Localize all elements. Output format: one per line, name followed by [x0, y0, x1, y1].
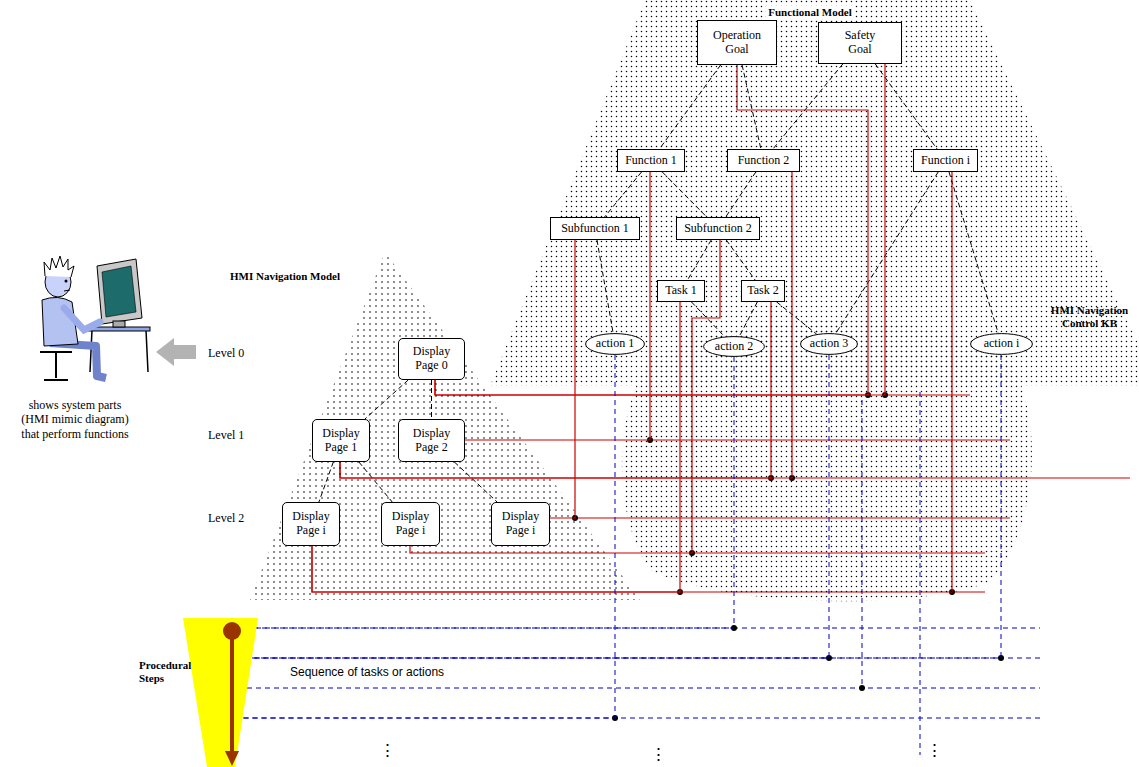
node-label: action i: [984, 337, 1020, 351]
ellipsis-mark: ⋮: [379, 742, 395, 761]
operator-eye: [65, 280, 68, 283]
step-line: [247, 688, 1040, 689]
region-outline: [250, 252, 640, 600]
label-holder: ⋮: [926, 742, 942, 761]
monitor: [97, 259, 142, 324]
region-heading: HMI Navigation Model: [228, 270, 342, 283]
ellipsis-mark: ⋮: [650, 746, 666, 765]
display-page-box: Display Page 1: [312, 419, 370, 462]
node-label: Operation Goal: [706, 29, 768, 57]
node-label: Task 1: [665, 284, 697, 298]
action-ellipse: action 2: [703, 336, 765, 357]
node-label: Safety Goal: [835, 29, 885, 57]
subfunction-box: Subfunction 1: [550, 217, 640, 240]
task-box: Task 1: [657, 280, 705, 302]
region-heading: Procedural Steps: [137, 659, 193, 685]
action-outline: [971, 334, 1033, 355]
action-outline: [704, 337, 765, 357]
caption-note: shows system parts (HMI mimic diagram) t…: [14, 398, 136, 441]
action-ellipse: action i: [970, 333, 1033, 355]
region-heading-holder: Procedural Steps: [137, 659, 193, 686]
label-holder: ⋮: [650, 746, 666, 765]
operator-legs: [50, 343, 106, 378]
region-outline: [183, 618, 258, 767]
ellipsis-mark: ⋮: [926, 742, 942, 761]
region-outline: [490, 0, 1139, 386]
chair: [40, 352, 72, 380]
monitor-screen: [102, 266, 136, 317]
node-label: Display Page i: [497, 510, 545, 538]
region-shape: [135, 615, 262, 767]
goal-box: Operation Goal: [697, 20, 777, 65]
action-outline: [801, 334, 858, 355]
action-ellipse: action 1: [585, 333, 645, 355]
node-label: action 2: [715, 340, 753, 354]
subfunction-box: Subfunction 2: [676, 217, 760, 240]
node-label: Display Page i: [387, 510, 435, 538]
function-box: Function i: [913, 149, 978, 172]
level-label: Level 2: [208, 511, 268, 526]
monitor-stand: [113, 321, 125, 327]
sequence-label: Sequence of tasks or actions: [290, 665, 490, 679]
display-page-box: Display Page i: [381, 502, 440, 546]
region-heading-holder: HMI Navigation Model: [228, 266, 356, 284]
label-holder: Sequence of tasks or actions: [290, 665, 490, 679]
node-label: Display Page 1: [317, 427, 365, 455]
node-label: action 3: [810, 337, 848, 351]
region-heading-holder: HMI Navigation Control KB: [1042, 304, 1137, 331]
label-holder: Level 1: [208, 428, 268, 443]
operator-mouth: [64, 290, 70, 291]
node-label: action 1: [596, 337, 634, 351]
display-page-box: Display Page 2: [398, 419, 465, 462]
node-label: Display Page 0: [408, 345, 456, 373]
function-box: Function 1: [617, 149, 685, 172]
procedure-band: Procedural Steps: [135, 615, 262, 767]
region-shape: [490, 0, 1139, 386]
navigation-model-region: HMI Navigation ModelDisplay Page 0 Displa…: [200, 250, 640, 602]
node-label: Function i: [921, 154, 970, 168]
node-label: Task 2: [747, 284, 779, 298]
kb-line: [952, 591, 985, 592]
action-outline: [586, 334, 645, 355]
action-ellipse: action 3: [800, 333, 858, 355]
node-label: Display Page 2: [408, 427, 456, 455]
region-heading: HMI Navigation Control KB: [1042, 304, 1137, 330]
functional-model-region: Functional ModelOperation Goal Safety Goa…: [490, 0, 1139, 386]
view-arrow: [156, 338, 196, 366]
level-label: Level 0: [208, 346, 268, 361]
display-page-box: Display Page i: [282, 502, 340, 546]
step-arrow-head: [225, 751, 239, 766]
label-holder: Level 2: [208, 511, 268, 526]
node-label: Function 1: [625, 154, 677, 168]
task-box: Task 2: [741, 280, 785, 302]
node-label: Display Page i: [287, 510, 335, 538]
function-box: Function 2: [727, 149, 800, 172]
display-page-box: Display Page 0: [398, 338, 465, 380]
label-holder: ⋮: [379, 742, 395, 761]
level-label: Level 1: [208, 428, 268, 443]
step-arrow-start: [223, 622, 241, 640]
goal-box: Safety Goal: [818, 22, 902, 64]
node-label: Subfunction 2: [684, 222, 752, 236]
label-holder: Level 0: [208, 346, 268, 361]
label-holder: shows system parts (HMI mimic diagram) t…: [14, 398, 136, 441]
node-label: Subfunction 1: [561, 222, 629, 236]
operator-hair: [44, 256, 74, 277]
junction-dot: [859, 685, 865, 691]
region-heading: Functional Model: [766, 6, 853, 19]
step-arrow-shaft: [230, 635, 234, 753]
node-label: Function 2: [738, 154, 790, 168]
region-heading-holder: Functional Model: [745, 2, 875, 20]
display-page-box: Display Page i: [491, 502, 550, 546]
operator-arm: [64, 308, 100, 330]
operator-figure: [40, 256, 150, 380]
